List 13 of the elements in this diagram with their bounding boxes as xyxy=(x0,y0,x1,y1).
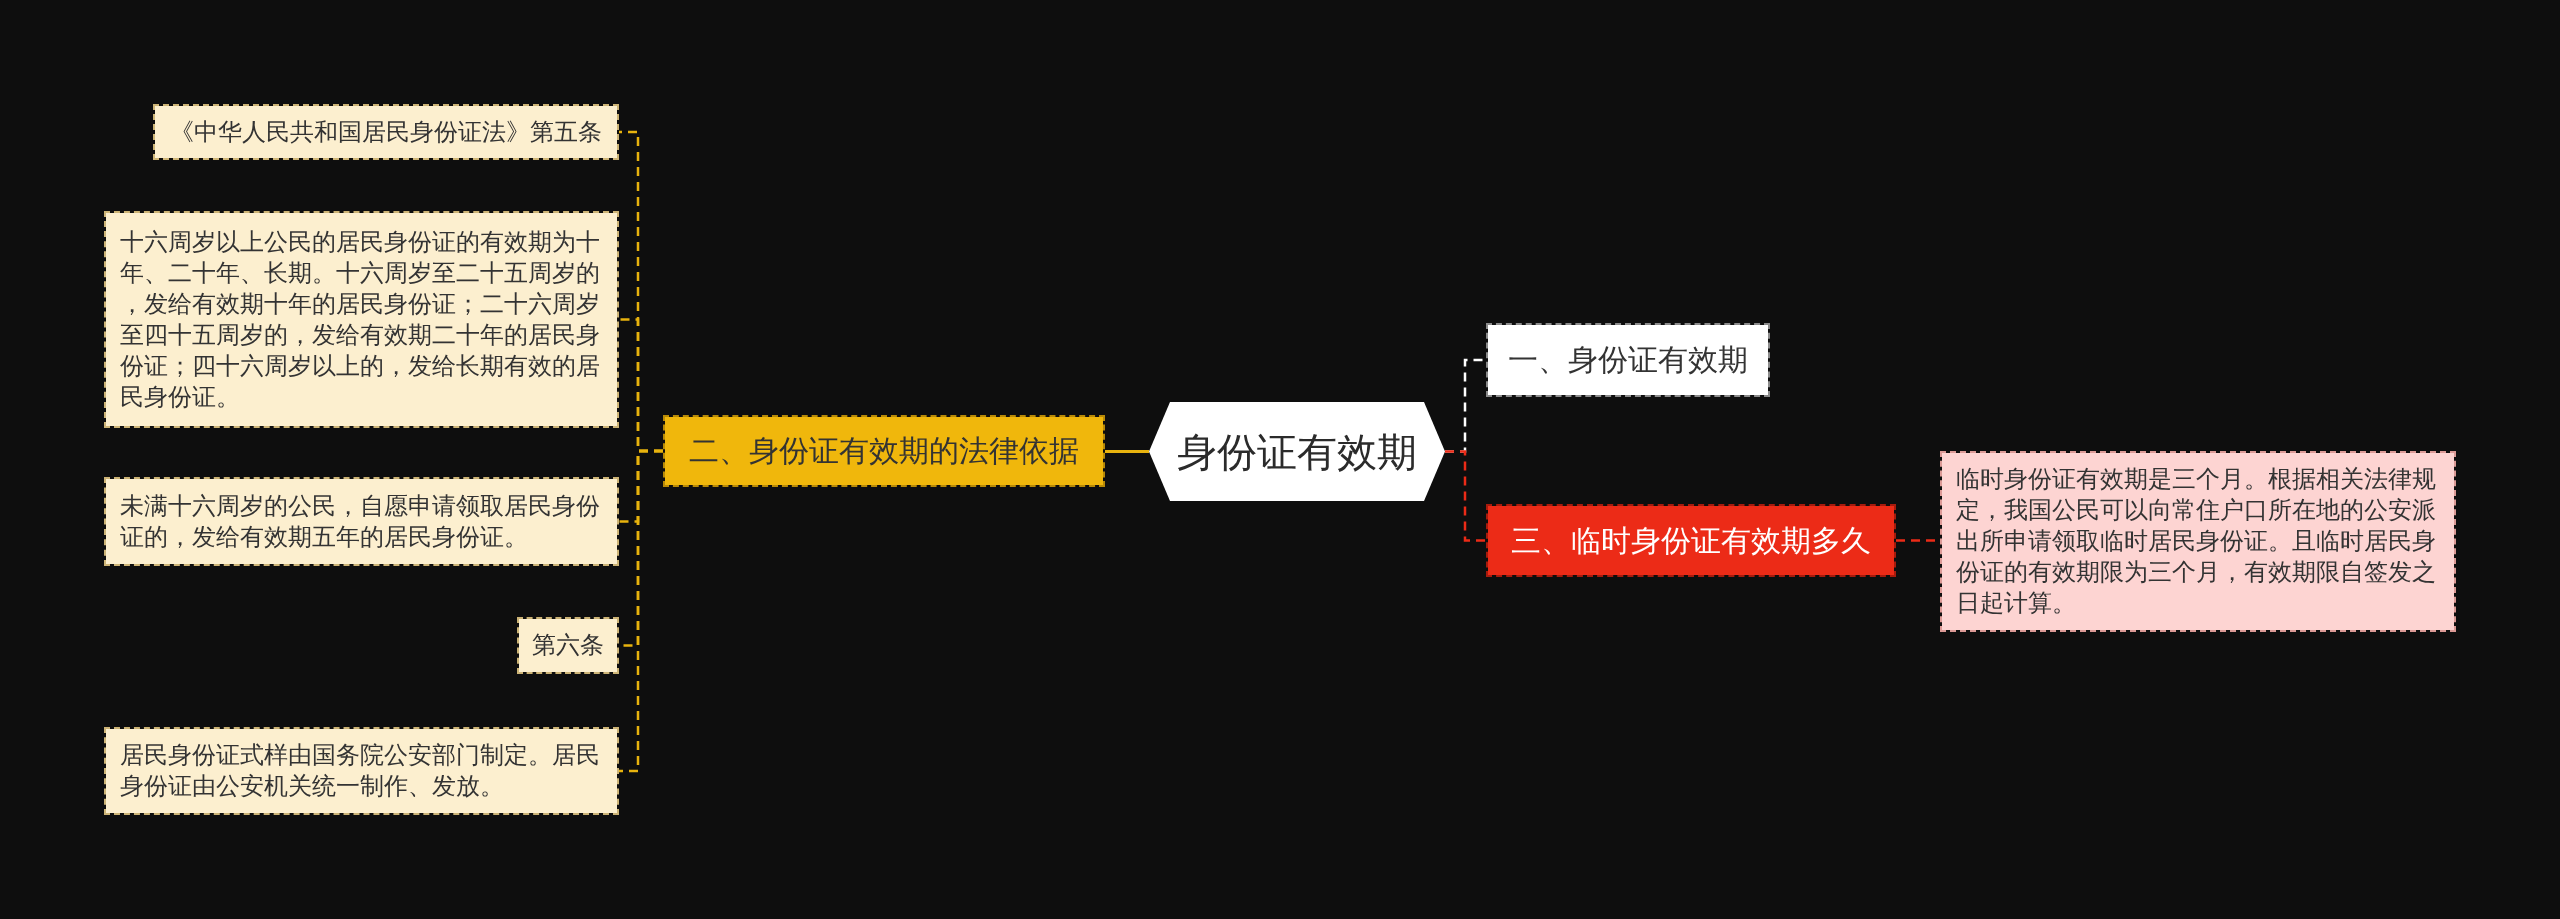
central-hexagon: 身份证有效期 xyxy=(1149,402,1445,501)
topic-box: 一、身份证有效期 xyxy=(1486,323,1770,397)
connector xyxy=(619,449,663,773)
note-box: 十六周岁以上公民的居民身份证的有效期为十年、二十年、长期。十六周岁至二十五周岁的，发给有效期十年的居民身份证；二十六周岁至四十五周岁的，发给有效期二十年的居民身份证；四十六周岁以上的，发给长期有效的居民身份证。 xyxy=(104,211,619,428)
connector xyxy=(1105,450,1149,453)
note-box: 《中华人民共和国居民身份证法》第五条 xyxy=(153,104,619,160)
connector xyxy=(1445,450,1486,542)
note-box: 第六条 xyxy=(517,617,619,674)
note-box: 未满十六周岁的公民，自愿申请领取居民身份证的，发给有效期五年的居民身份证。 xyxy=(104,477,619,566)
topic-box: 三、临时身份证有效期多久 xyxy=(1486,504,1896,577)
note-box: 居民身份证式样由国务院公安部门制定。居民身份证由公安机关统一制作、发放。 xyxy=(104,727,619,815)
note-box: 临时身份证有效期是三个月。根据相关法律规定，我国公民可以向常住户口所在地的公安派出所申请领取临时居民身份证。且临时居民身份证的有效期限为三个月，有效期限自签发之日起计算。 xyxy=(1940,451,2456,632)
topic-box: 二、身份证有效期的法律依据 xyxy=(663,415,1105,487)
